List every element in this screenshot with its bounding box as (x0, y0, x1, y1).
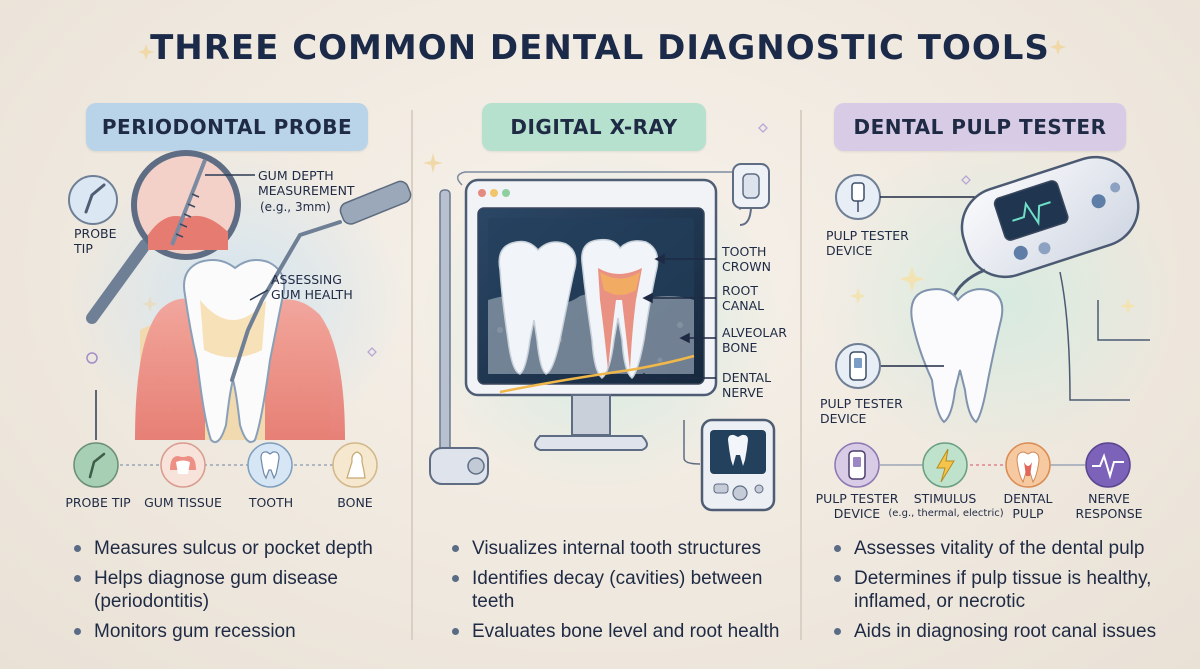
icon-label-stimulus: STIMULUS (913, 491, 977, 506)
header-periodontal-probe: PERIODONTAL PROBE (86, 103, 368, 151)
probe-bullet-3: Monitors gum recession (72, 620, 392, 643)
divider-right (800, 110, 802, 640)
xray-bullet-1: Visualizes internal tooth structures (450, 537, 780, 560)
probe-bullet-list: Measures sulcus or pocket depth Helps di… (72, 537, 392, 650)
icon-label-pulp-tester-device: PULP TESTER DEVICE (815, 491, 899, 521)
icon-note-stimulus: (e.g., thermal, electric) (888, 508, 1004, 519)
probe-bullet-2: Helps diagnose gum disease (periodontiti… (72, 567, 392, 613)
icon-label-probe-tip: PROBE TIP (65, 495, 131, 510)
header-digital-xray: DIGITAL X-RAY (482, 103, 706, 151)
gum-depth-example: (e.g., 3mm) (260, 200, 331, 214)
icon-label-bone: BONE (337, 495, 373, 510)
assessing-gum-health-callout: ASSESSING GUM HEALTH (271, 272, 353, 302)
icon-label-tooth: TOOTH (248, 495, 294, 510)
xray-illustration (420, 123, 780, 512)
gum-depth-callout: GUM DEPTH MEASUREMENT (258, 168, 355, 198)
icon-label-dental-pulp: DENTAL PULP (1003, 491, 1053, 521)
icon-label-gum-tissue: GUM TISSUE (144, 495, 222, 510)
icon-label-nerve-response: NERVE RESPONSE (1075, 491, 1143, 521)
xray-bullet-list: Visualizes internal tooth structures Ide… (450, 537, 780, 650)
probe-bullet-1: Measures sulcus or pocket depth (72, 537, 392, 560)
xray-bullet-3: Evaluates bone level and root health (450, 620, 780, 643)
pulp-tester-device-callout-mid: PULP TESTER DEVICE (820, 396, 903, 426)
divider-left (411, 110, 413, 640)
alveolar-bone-callout: ALVEOLAR BONE (722, 325, 787, 355)
pulp-bullet-3: Aids in diagnosing root canal issues (832, 620, 1172, 643)
root-canal-callout: ROOT CANAL (722, 283, 765, 313)
page-title: THREE COMMON DENTAL DIAGNOSTIC TOOLS (150, 28, 1050, 68)
probe-tip-callout: PROBE TIP (74, 226, 117, 256)
pulp-tester-device-callout-top: PULP TESTER DEVICE (826, 228, 909, 258)
tooth-crown-callout: TOOTH CROWN (722, 244, 771, 274)
dental-nerve-callout: DENTAL NERVE (722, 370, 772, 400)
xray-bullet-2: Identifies decay (cavities) between teet… (450, 567, 780, 613)
pulp-bullet-1: Assesses vitality of the dental pulp (832, 537, 1172, 560)
pulp-tester-illustration (820, 39, 1180, 488)
probe-illustration (65, 44, 412, 488)
pulp-bullet-list: Assesses vitality of the dental pulp Det… (832, 537, 1172, 650)
pulp-bullet-2: Determines if pulp tissue is healthy, in… (832, 567, 1172, 613)
